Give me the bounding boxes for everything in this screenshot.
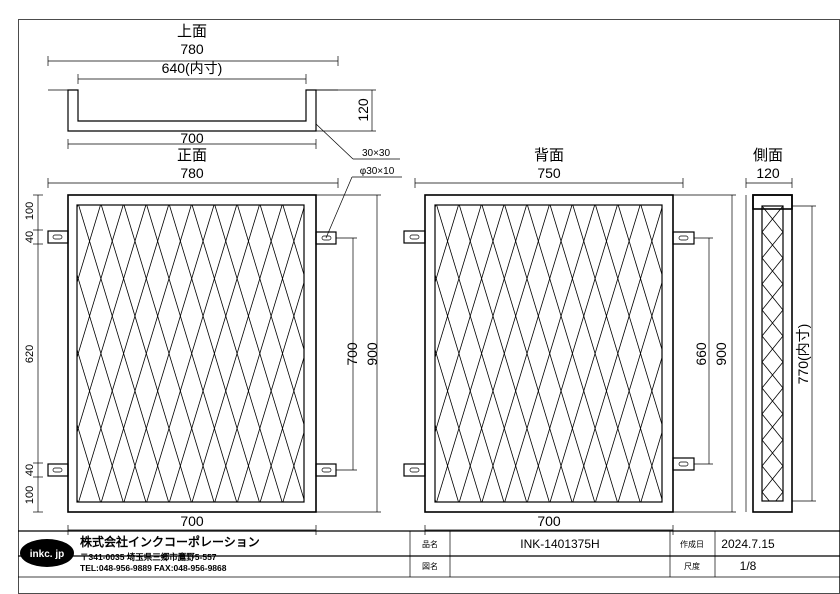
company-contact: TEL:048-956-9889 FAX:048-956-9868 xyxy=(80,563,227,573)
front-dim-right-outer: 900 xyxy=(364,342,380,366)
top-dim-bottom: 700 xyxy=(180,130,204,146)
front-dim-left-2: 40 xyxy=(24,231,36,243)
company-logo xyxy=(20,539,74,567)
front-view-title: 正面 xyxy=(177,147,207,164)
back-view-title: 背面 xyxy=(534,147,564,164)
front-dim-top: 780 xyxy=(180,165,204,181)
scale-value: 1/8 xyxy=(740,559,757,573)
top-view-title: 上面 xyxy=(177,23,207,40)
front-bracket-left-bottom xyxy=(47,463,69,477)
top-dim-overall: 780 xyxy=(180,41,204,57)
sheet-border xyxy=(18,19,840,594)
back-bracket-left-bottom xyxy=(403,463,426,477)
front-dim-left-3: 620 xyxy=(24,345,36,363)
front-bracket-right-bottom xyxy=(315,463,337,477)
back-bracket-right-top xyxy=(672,231,695,245)
front-dim-bottom: 700 xyxy=(180,513,204,529)
top-dim-height: 120 xyxy=(355,98,371,122)
front-dim-left-5: 100 xyxy=(24,486,36,504)
back-bracket-right-bottom xyxy=(672,457,695,471)
front-dim-right-inner: 700 xyxy=(344,342,360,366)
front-bracket-left-top xyxy=(47,230,69,244)
back-mesh xyxy=(435,205,662,502)
back-dim-right-inner: 660 xyxy=(693,342,709,366)
side-mesh xyxy=(762,206,783,501)
back-dim-bottom: 700 xyxy=(537,513,561,529)
material-notes: 30×30 φ30×10 xyxy=(315,123,402,239)
back-view: 背面 750 660 900 700 xyxy=(403,147,736,535)
side-dim-top: 120 xyxy=(756,165,780,181)
front-mesh xyxy=(77,205,304,502)
back-dim-right-outer: 900 xyxy=(713,342,729,366)
scale-label: 尺度 xyxy=(684,561,700,571)
side-dim-right: 770(内寸) xyxy=(795,324,811,385)
side-view: 側面 120 770(内寸) xyxy=(745,147,816,513)
note-pipe: φ30×10 xyxy=(360,166,395,177)
date-value: 2024.7.15 xyxy=(721,537,775,551)
note-frame: 30×30 xyxy=(362,148,391,159)
top-dim-inner: 640(内寸) xyxy=(162,60,223,76)
product-value: INK-1401375H xyxy=(520,537,599,551)
front-view: 正面 780 100 40 620 40 100 xyxy=(24,147,381,535)
back-bracket-left-top xyxy=(403,230,426,244)
front-dim-left-4: 40 xyxy=(24,464,36,476)
company-name: 株式会社インクコーポレーション xyxy=(80,534,260,549)
company-address: 〒341-0035 埼玉県三郷市鷹野5-557 xyxy=(80,552,217,562)
top-view: 上面 780 640(内寸) 120 700 xyxy=(47,23,376,149)
drawing-label: 図名 xyxy=(422,561,438,571)
date-label: 作成日 xyxy=(680,539,704,549)
title-block: inkc. jp 株式会社インクコーポレーション 〒341-0035 埼玉県三郷… xyxy=(18,530,840,578)
company-logo-text: inkc. jp xyxy=(30,549,64,560)
back-dim-top: 750 xyxy=(537,165,561,181)
front-dim-left-1: 100 xyxy=(24,202,36,220)
product-label: 品名 xyxy=(422,539,438,549)
side-view-title: 側面 xyxy=(753,147,783,164)
